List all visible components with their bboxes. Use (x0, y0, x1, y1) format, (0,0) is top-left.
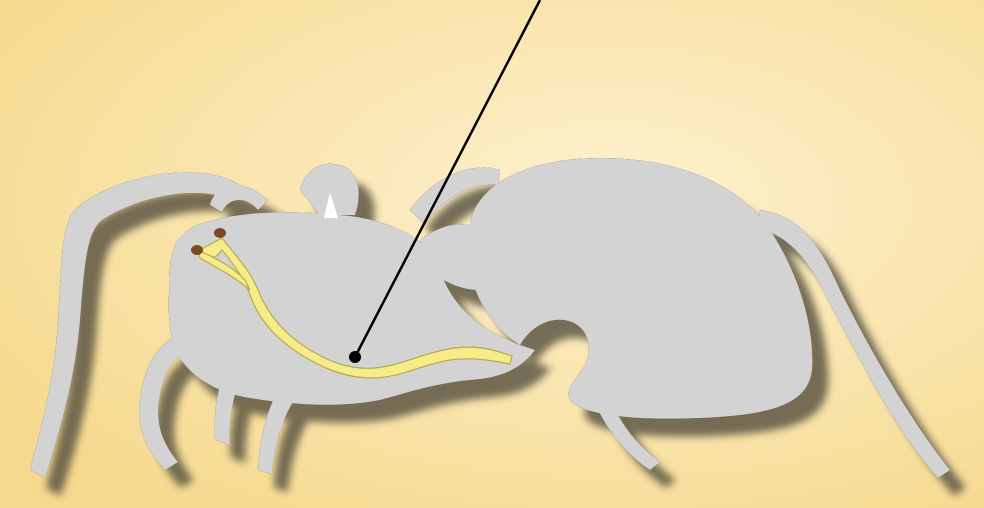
eye-icon (214, 228, 226, 238)
leader-line (353, 0, 542, 358)
leader-dot (349, 351, 361, 363)
nerve-cord-branch (197, 248, 251, 291)
nerve-cord (199, 237, 513, 379)
eye-icon (191, 245, 203, 255)
fang-icon (324, 192, 338, 218)
